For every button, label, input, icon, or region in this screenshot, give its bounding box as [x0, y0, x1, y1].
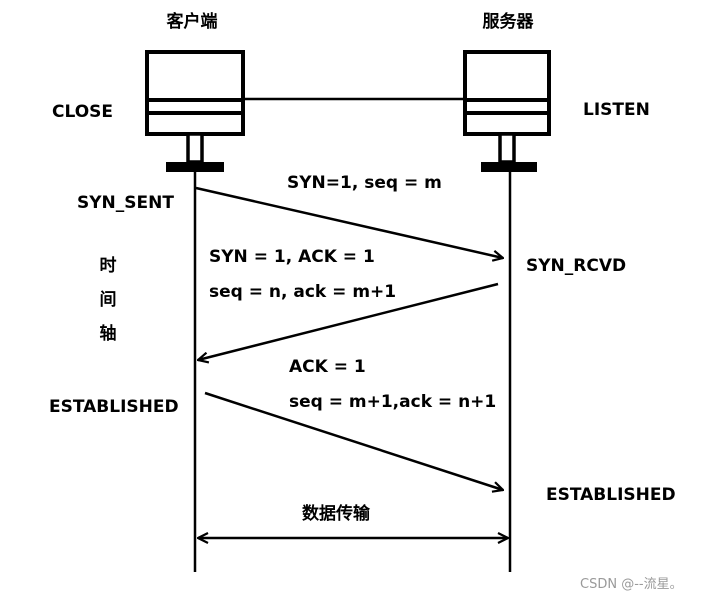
client-state-syn-sent: SYN_SENT — [77, 193, 174, 213]
syn-message: SYN=1, seq = m — [287, 173, 442, 193]
synack-message-line1: SYN = 1, ACK = 1 — [209, 247, 375, 267]
server-state-syn-rcvd: SYN_RCVD — [526, 256, 626, 276]
client-title: 客户端 — [166, 11, 218, 32]
watermark: CSDN @--流星。 — [580, 577, 683, 592]
client-state-close: CLOSE — [52, 102, 113, 122]
syn-arrow — [195, 186, 503, 258]
timeline-label-char-3: 轴 — [100, 323, 117, 344]
server-computer-icon — [463, 50, 551, 172]
ack-message-line1: ACK = 1 — [289, 357, 366, 377]
data-transfer-label: 数据传输 — [302, 503, 371, 524]
ack-arrow — [204, 391, 503, 490]
client-computer-icon — [145, 50, 245, 172]
timeline-label-char-2: 间 — [100, 289, 117, 310]
server-state-listen: LISTEN — [583, 100, 650, 120]
server-title: 服务器 — [483, 11, 535, 32]
synack-message-line2: seq = n, ack = m+1 — [209, 282, 396, 302]
ack-message-line2: seq = m+1,ack = n+1 — [289, 392, 496, 412]
server-state-established: ESTABLISHED — [546, 485, 676, 505]
client-state-established: ESTABLISHED — [49, 397, 179, 417]
synack-arrow — [198, 282, 499, 360]
timeline-label-char-1: 时 — [100, 256, 117, 276]
